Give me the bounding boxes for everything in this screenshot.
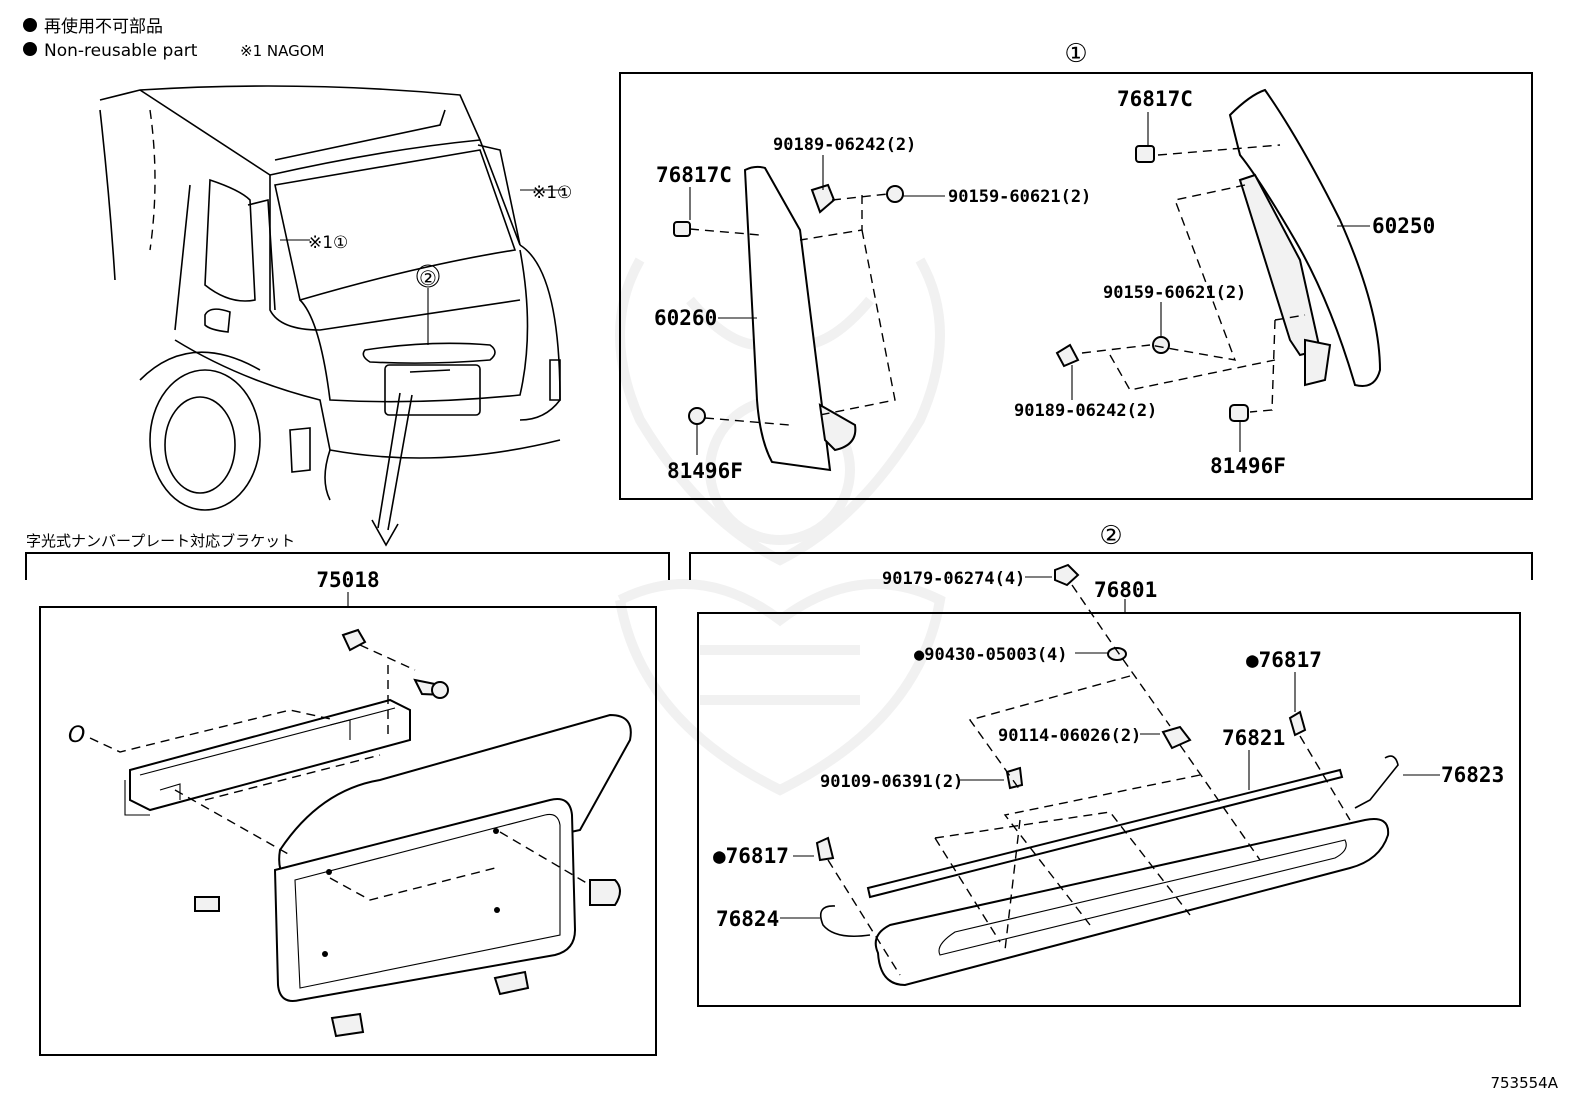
label-76817-left: ●76817 [713,844,789,868]
cushion-pad-icon [330,1012,365,1038]
legend-jp: 再使用不可部品 [44,16,163,37]
label-90189-top: 90189-06242(2) [773,135,916,155]
nut-90179-icon [1054,563,1080,587]
label-90179: 90179-06274(4) [882,569,1025,589]
label-75018: 75018 [316,568,379,592]
bracket-section: 字光式ナンバープレート対応ブラケット 75018 [25,532,670,1056]
garnish-60260 [743,165,832,472]
clip-76817-icon [815,836,835,862]
label-76817c-left: 76817C [656,163,732,187]
label-90159-mid: 90159-60621(2) [1103,283,1246,303]
screw-90189-icon [1055,343,1080,368]
callout-plate-marker: ② [419,266,437,290]
label-81496f-left: 81496F [667,459,743,483]
watermark-emblem [615,257,946,796]
legend-note: ※1 NAGOM [240,42,324,60]
label-76824: 76824 [716,907,779,931]
label-90109: 90109-06391(2) [820,772,963,792]
label-76817-top: ●76817 [1246,648,1322,672]
o-ring-label: O [68,723,85,748]
nonreusable-dot-icon [23,18,37,32]
callout-nagom-left: ※1① [308,233,348,253]
bolt-head-icon [431,681,449,699]
label-76821: 76821 [1222,726,1285,750]
group2: ② [689,521,1533,1007]
label-60250: 60250 [1372,214,1435,238]
nut-90159-icon [1152,336,1170,354]
clip-76817c-icon [673,221,691,237]
diagram-id: 753554A [1490,1074,1558,1092]
label-81496f-right: 81496F [1210,454,1286,478]
cushion-pad-icon [194,896,220,912]
label-76817c-right: 76817C [1117,87,1193,111]
group2-frame [697,612,1521,1007]
label-60260: 60260 [654,306,717,330]
group2-marker: ② [1099,521,1122,551]
vehicle-rear-view: ※1① ※1① ② [99,85,572,547]
label-76801: 76801 [1094,578,1157,602]
legend-en: Non-reusable part [44,41,198,61]
garnish-76801 [874,818,1390,987]
garnish-60260-tab [818,403,857,452]
label-90189-mid: 90189-06242(2) [1014,401,1157,421]
bracket-bar [129,698,411,812]
bracket-bracket-line [25,552,670,580]
garnish-60250-tab [1304,338,1332,387]
legend: 再使用不可部品 Non-reusable part ※1 NAGOM [23,16,324,61]
group1-frame [619,72,1533,500]
nut-icon [341,628,367,652]
clip-81496f-icon [688,407,706,425]
moulding-76821 [866,768,1344,899]
plate-frame [273,798,577,1002]
label-90114: 90114-06026(2) [998,726,1141,746]
nonreusable-dot-icon [23,42,37,56]
label-90430: ●90430-05003(4) [914,645,1068,665]
callout-nagom-right: ※1① [532,183,572,203]
bolt-90114-icon [1161,725,1192,750]
label-76823: 76823 [1441,763,1504,787]
garnish-60250 [1228,88,1382,387]
clip-81496f-icon [1229,404,1249,422]
clip-76817-icon [1288,710,1307,737]
washer-90430-icon [1107,647,1127,661]
stud-90109-icon [1005,766,1024,790]
label-90159-top: 90159-60621(2) [948,187,1091,207]
lamp-socket-icon [589,879,621,906]
bracket-frame [39,606,657,1056]
group2-bracket-line [689,552,1533,580]
bracket-title: 字光式ナンバープレート対応ブラケット [26,532,295,550]
seal-76824 [819,905,871,938]
clip-76817c-icon [1135,145,1155,163]
cushion-pad-icon [493,970,530,996]
group1: ① [619,39,1533,500]
nut-90159-icon [886,185,904,203]
group1-marker: ① [1064,39,1087,69]
seal-76823 [1354,755,1399,809]
